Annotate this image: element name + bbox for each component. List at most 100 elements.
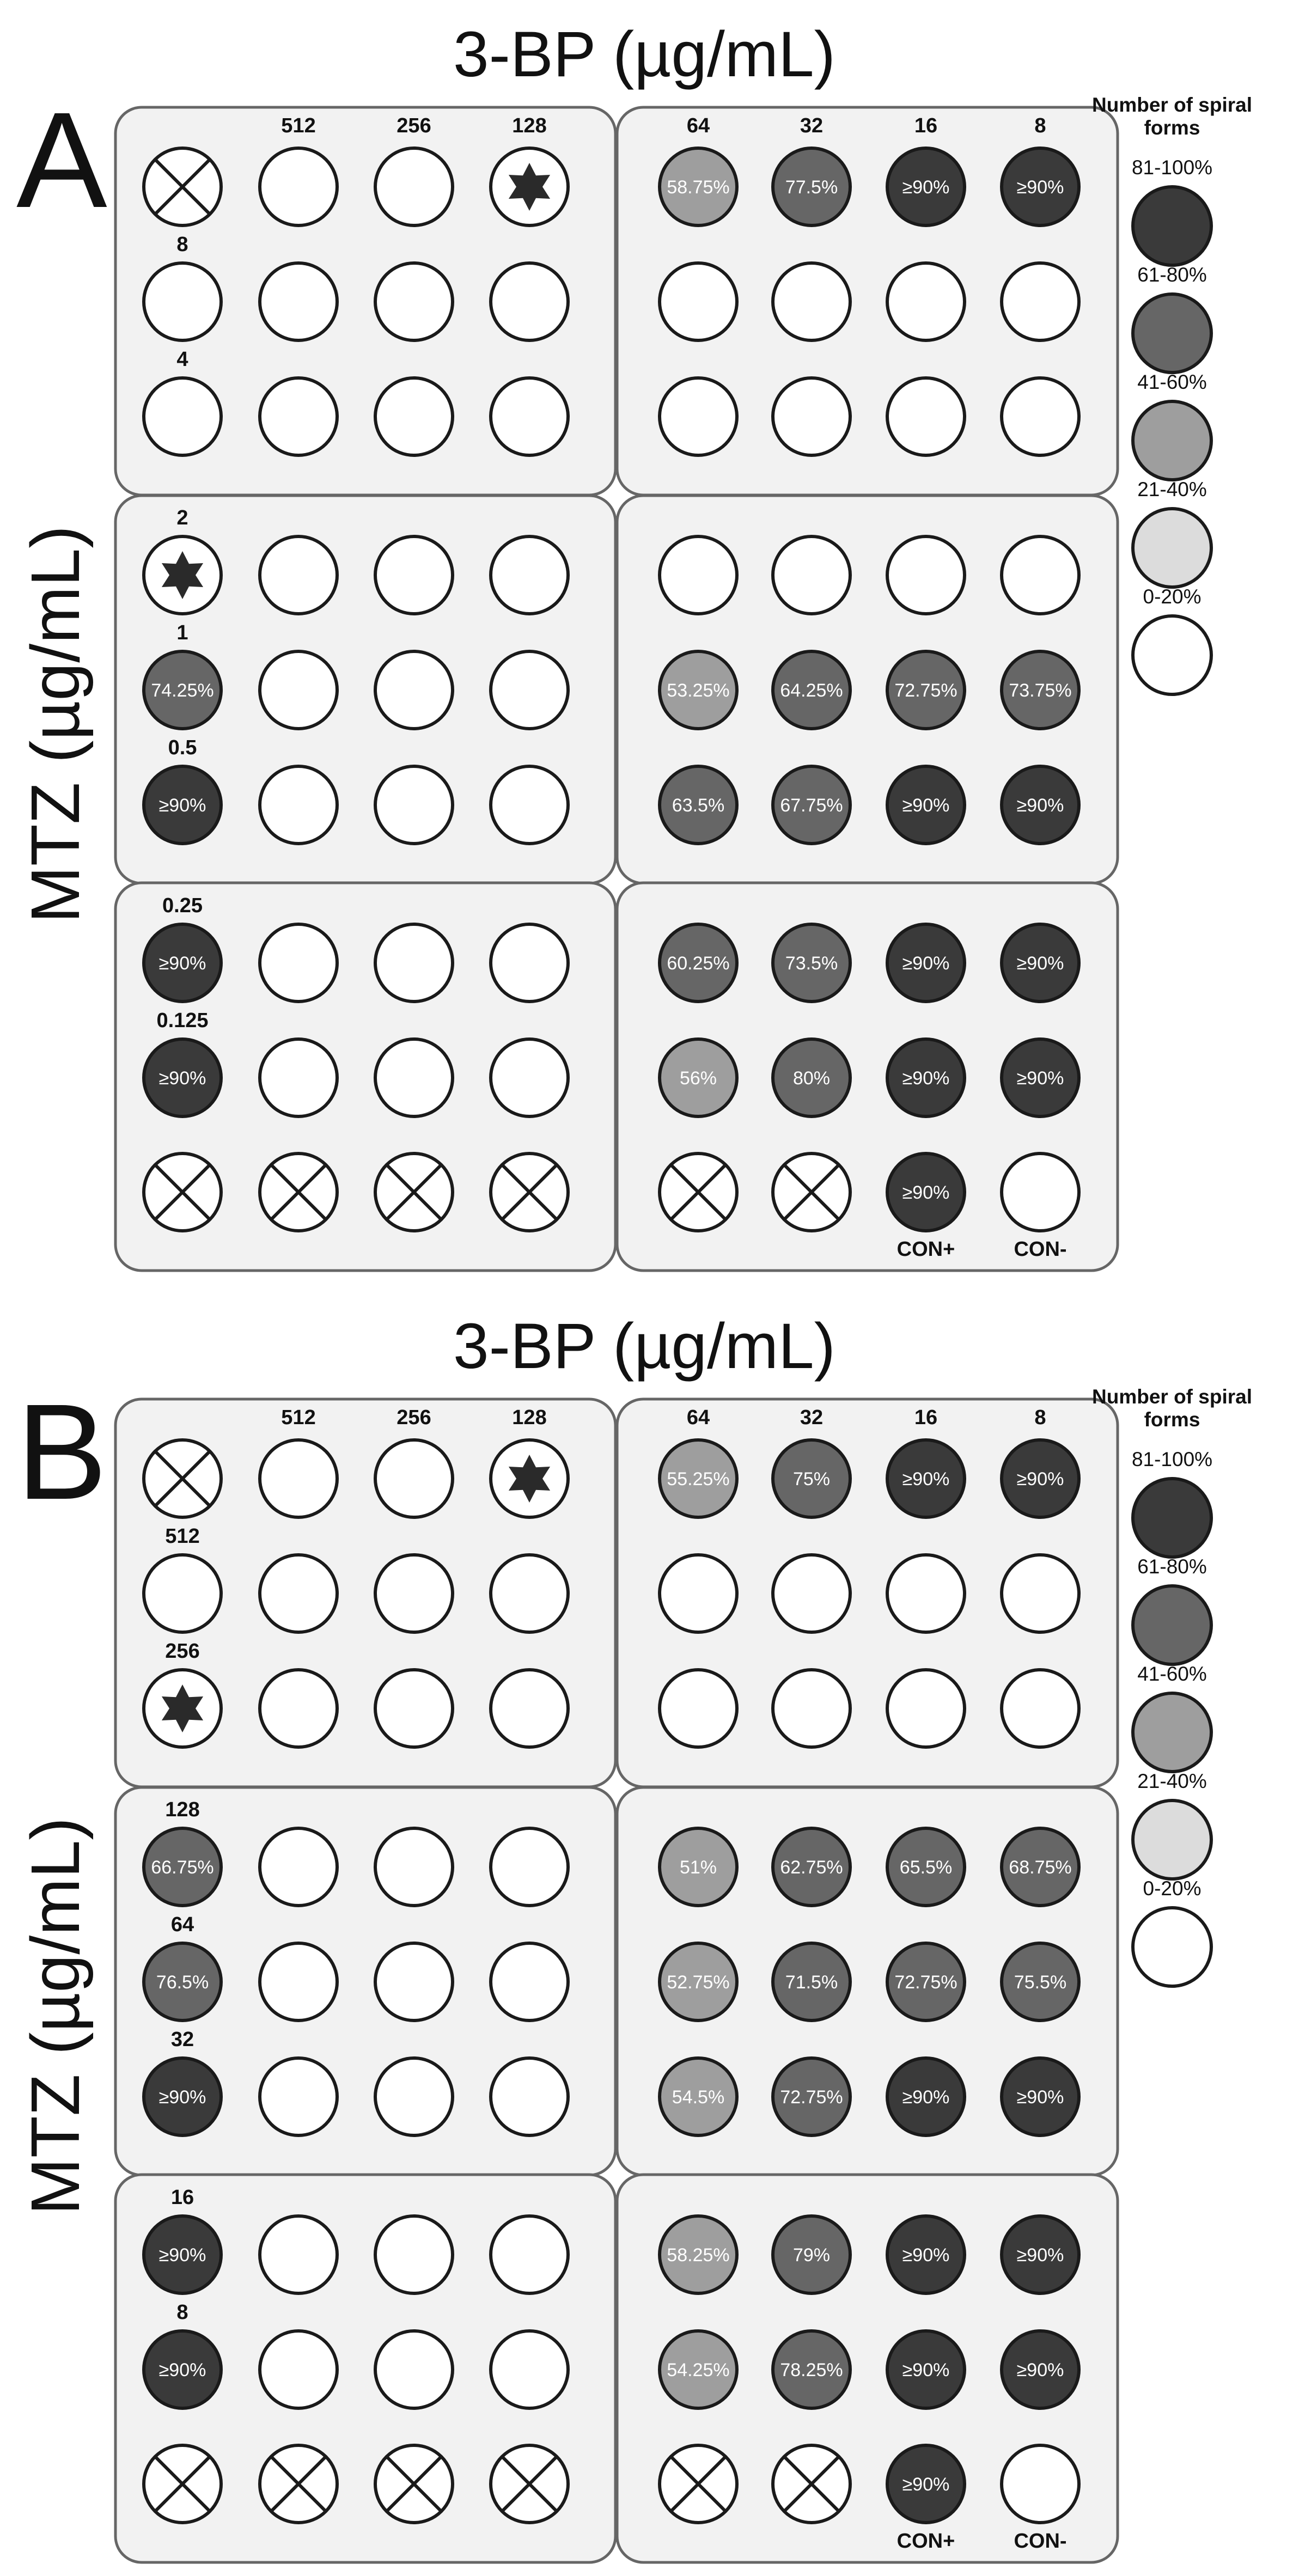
well-circle [886, 1438, 966, 1519]
well-value: ≥90% [159, 953, 206, 974]
well [658, 261, 739, 342]
well [142, 1668, 223, 1749]
well-circle [771, 923, 852, 1003]
well [258, 2444, 339, 2524]
well-value: 56% [680, 1068, 717, 1089]
well [886, 376, 966, 457]
well-value: ≥90% [902, 177, 950, 198]
legend-level-label: 41-60% [1137, 371, 1207, 393]
legend-level-label: 21-40% [1137, 1770, 1207, 1792]
well-circle [1000, 535, 1081, 615]
well: 68.75% [1000, 1827, 1081, 1907]
plate-section [114, 2173, 617, 2564]
well-circle [374, 1037, 454, 1118]
well [489, 1037, 570, 1118]
empty-well-cross [154, 1450, 211, 1507]
well-value: 60.25% [667, 953, 729, 974]
well [258, 923, 339, 1003]
well-circle [771, 146, 852, 227]
top-title: 3-BP (µg/mL) [453, 19, 835, 90]
well-circle [374, 146, 454, 227]
well: ≥90% [1000, 2056, 1081, 2137]
well [258, 765, 339, 845]
empty-well-cross [154, 158, 211, 216]
well [886, 535, 966, 615]
well [374, 650, 454, 730]
well-circle [258, 1037, 339, 1118]
well-value: 76.5% [156, 1972, 209, 1993]
row-label: 64 [171, 1913, 194, 1936]
well: 65.5% [886, 1827, 966, 1907]
well-value: ≥90% [902, 2087, 950, 2108]
well: 72.75% [886, 650, 966, 730]
well-circle [258, 765, 339, 845]
well-circle [771, 2056, 852, 2137]
well [489, 1827, 570, 1907]
row-label: 2 [176, 506, 188, 529]
well: ≥90% [886, 2329, 966, 2410]
control-label: CON- [1014, 2530, 1066, 2553]
well: ≥90% [1000, 1438, 1081, 1519]
well-circle [258, 146, 339, 227]
well [142, 376, 223, 457]
legend-swatch [1131, 292, 1213, 374]
well-circle [771, 1942, 852, 2022]
well-value: ≥90% [1017, 1469, 1064, 1490]
well-circle [489, 261, 570, 342]
well: ≥90% [142, 2329, 223, 2410]
well-circle [258, 1827, 339, 1907]
well [489, 1438, 570, 1519]
well-circle [1000, 2056, 1081, 2137]
well-circle [258, 923, 339, 1003]
well-circle [1000, 923, 1081, 1003]
well: 72.75% [886, 1942, 966, 2022]
row-label: 0.25 [162, 894, 203, 917]
well [374, 1037, 454, 1118]
plate-section [615, 881, 1119, 1272]
well-value: 73.5% [785, 953, 838, 974]
well: 66.75% [142, 1827, 223, 1907]
well-value: 63.5% [672, 795, 724, 816]
well-value: ≥90% [902, 2245, 950, 2266]
well: 56% [658, 1037, 739, 1118]
well-circle [142, 1553, 223, 1634]
well-value: 51% [680, 1857, 717, 1878]
well [1000, 261, 1081, 342]
well [142, 261, 223, 342]
well [771, 535, 852, 615]
well-circle [886, 1553, 966, 1634]
well [658, 2444, 739, 2524]
well-circle [886, 2444, 966, 2524]
well: ≥90% [886, 2444, 966, 2524]
well [489, 1668, 570, 1749]
well: 63.5% [658, 765, 739, 845]
well-circle [1000, 1827, 1081, 1907]
well-circle [142, 1037, 223, 1118]
well-circle [142, 765, 223, 845]
well-value: ≥90% [902, 2474, 950, 2495]
well-circle [658, 650, 739, 730]
well: ≥90% [142, 2056, 223, 2137]
column-label: 8 [1034, 114, 1046, 137]
legend-level-label: 0-20% [1143, 585, 1201, 608]
well-circle [258, 1668, 339, 1749]
legend-level-label: 41-60% [1137, 1663, 1207, 1685]
well: ≥90% [1000, 765, 1081, 845]
well: 78.25% [771, 2329, 852, 2410]
well-circle [886, 146, 966, 227]
well [374, 1942, 454, 2022]
well-circle [374, 923, 454, 1003]
well-circle [142, 2214, 223, 2295]
well-circle [658, 765, 739, 845]
panel-letter: A [16, 84, 107, 236]
well-circle [658, 535, 739, 615]
well [142, 1553, 223, 1634]
well-value: 79% [793, 2245, 830, 2266]
well-circle [771, 2214, 852, 2295]
well [374, 1152, 454, 1232]
well-circle [771, 1553, 852, 1634]
well-circle [374, 376, 454, 457]
